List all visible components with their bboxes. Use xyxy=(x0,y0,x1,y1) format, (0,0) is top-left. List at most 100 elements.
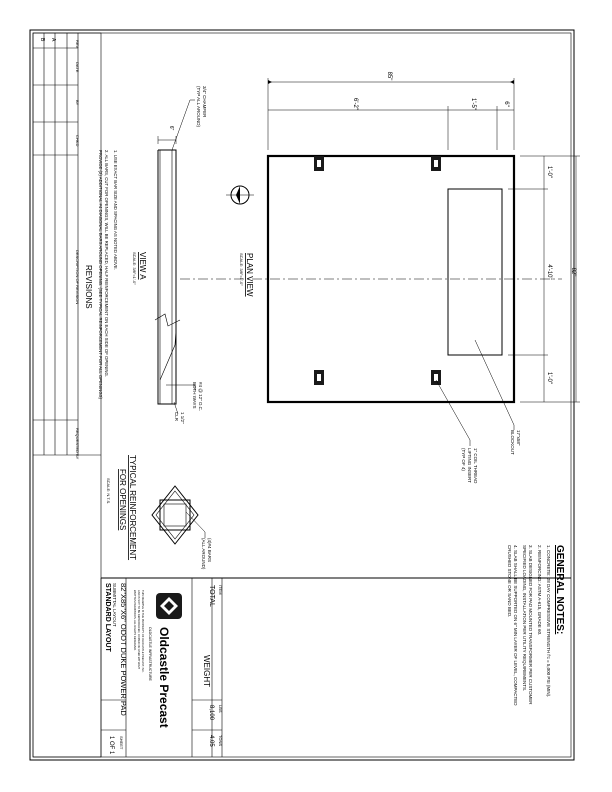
fine-print: THIS DRAWING IS THE PROPERTY OF OLDCASTL… xyxy=(133,590,145,673)
svg-text:1" COIL THREAD: 1" COIL THREAD xyxy=(473,448,478,484)
company-name: Oldcastle Precast xyxy=(157,627,171,728)
svg-text:(ALL AROUND): (ALL AROUND) xyxy=(201,538,206,570)
cover-leader xyxy=(173,401,179,415)
view-a-thickness: 6" xyxy=(168,126,174,131)
drawing-note-1: 1. USE EXACT BAR SIZE AND SPACING AS NOT… xyxy=(113,150,118,270)
lifting-insert xyxy=(431,370,441,385)
drawing-notes: 1. USE EXACT BAR SIZE AND SPACING AS NOT… xyxy=(98,150,118,400)
weight-table: WEIGHT ITEM LBS TONS TOTAL 8,100 4.05 xyxy=(191,578,223,757)
general-note-4b: CRUSHED STONE OR SAND BED. xyxy=(507,545,512,617)
general-note-3b: SPECIFIED LOADING, INSTALLATION PER UTIL… xyxy=(522,545,527,691)
insert-callout: 1" COIL THREAD LIFTING INSERT (TYP OF 4) xyxy=(461,448,478,484)
weight-row-lbs: 8,100 xyxy=(208,705,214,721)
view-a: 6" 3/4" CHAMFER (TYP ALL AROUND) #4 @ 12… xyxy=(98,86,207,424)
plan-view-title: PLAN VIEW xyxy=(245,253,254,297)
svg-text:17"x58": 17"x58" xyxy=(516,430,521,446)
diagonal-detail xyxy=(159,329,177,381)
diagonal-bars xyxy=(151,485,199,545)
typical-reinforcement: (4)#4 BARS (ALL AROUND) TYPICAL REINFORC… xyxy=(106,455,212,570)
dim-right: 6" xyxy=(503,101,509,106)
blockout-leader xyxy=(474,339,515,430)
lifting-insert xyxy=(314,370,324,385)
drawing-note-2b: PROVIDE (2) ADDITIONAL #4 DIAGONAL BARS … xyxy=(98,150,103,400)
slab-section xyxy=(157,149,177,405)
lifting-insert xyxy=(314,156,324,171)
typical-scale: SCALE: N.T.S. xyxy=(106,478,111,504)
blockout-callout: 17"x58" BLOCKOUT xyxy=(510,430,521,455)
general-note-2: 2. REINFORCING: ASTM A-615, GRADE 60. xyxy=(537,545,542,635)
svg-text:BOTH WAYS: BOTH WAYS xyxy=(192,382,197,409)
bars-callout: (4)#4 BARS (ALL AROUND) xyxy=(201,538,212,570)
lifting-insert xyxy=(431,156,441,171)
plan-view: 85" 6'-2" 1'-5" 6" 82" 1'-0" 4'-10" 1'-0… xyxy=(180,72,580,484)
weight-row-tons: 4.05 xyxy=(208,735,214,747)
svg-text:(TYP OF 4): (TYP OF 4) xyxy=(461,448,466,471)
dim-overall-width: 85" xyxy=(386,72,392,81)
north-arrow-icon xyxy=(226,185,254,205)
rev-header-date: DATE xyxy=(75,62,80,73)
company-subname: OLDCASTLE INFRASTRUCTURE xyxy=(148,627,152,682)
general-note-3: 3. SLAB DESIGNED FOR PAD MOUNTED TRANSFO… xyxy=(528,545,533,705)
opening-square xyxy=(159,499,191,531)
drawing-note-2: 2. ALL BARS, CUT FOR OPENINGS, WILL BE R… xyxy=(104,150,109,377)
dim-center: 4'-10" xyxy=(546,264,552,279)
rev-header-rev: REV xyxy=(75,40,80,49)
plan-view-scale: SCALE: 3/8"=1'-0" xyxy=(239,253,244,286)
revisions-title: REVISIONS xyxy=(84,265,93,309)
blockout xyxy=(447,188,503,356)
svg-text:(4)#4 BARS: (4)#4 BARS xyxy=(207,538,212,562)
svg-text:THIS DRAWING IS THE PROPERTY O: THIS DRAWING IS THE PROPERTY OF OLDCASTL… xyxy=(141,590,145,673)
revisions-block: REV DATE BY CHKD DESCRIPTION OF REVISION… xyxy=(32,32,102,758)
sheet-value: 1 OF 1 xyxy=(108,736,114,755)
svg-text:AND IS NOT TO BE REPRODUCED, C: AND IS NOT TO BE REPRODUCED, COPIED OR U… xyxy=(137,590,141,670)
rev-header-requested: REQUESTED BY xyxy=(75,428,80,460)
sheet-label: SHEET xyxy=(119,736,124,750)
rev-header-chkd: CHKD xyxy=(75,135,80,146)
dim-top: 1'-0" xyxy=(546,166,552,178)
drawing-subtitle: SUBMITTAL LAYOUT xyxy=(112,583,117,627)
weight-title: WEIGHT xyxy=(202,655,211,687)
rev-row-a: A xyxy=(50,38,56,42)
insert-leader xyxy=(435,379,471,446)
rev-header-by: BY xyxy=(75,100,80,106)
bars-leader xyxy=(185,511,206,538)
drawing-title: 82"X85"X6" ODOT DUKE POWER PAD xyxy=(119,583,128,716)
weight-header-item: ITEM xyxy=(218,585,223,595)
inner-border xyxy=(32,32,572,758)
weight-header-tons: TONS xyxy=(218,735,223,746)
general-note-1: 1. CONCRETE: 28 DAY COMPRESSIVE STRENGTH… xyxy=(546,545,551,697)
general-notes-title: GENERAL NOTES: xyxy=(554,545,565,634)
dim-bottom: 1'-0" xyxy=(546,372,552,384)
view-a-title: VIEW A xyxy=(138,252,147,280)
weight-row-total: TOTAL xyxy=(208,585,215,607)
rev-row-b: B xyxy=(39,38,45,42)
weight-header-lbs: LBS xyxy=(218,705,223,713)
svg-text:FOR OPENINGS: FOR OPENINGS xyxy=(118,469,127,530)
svg-text:3/4" CHAMFER: 3/4" CHAMFER xyxy=(202,86,207,118)
rev-header-description: DESCRIPTION OF REVISION xyxy=(75,250,80,304)
chamfer-callout: 3/4" CHAMFER (TYP ALL AROUND) xyxy=(196,86,207,128)
svg-text:#4 @ 12" O.C.: #4 @ 12" O.C. xyxy=(198,382,203,411)
layout-label: STANDARD LAYOUT xyxy=(104,583,111,653)
chamfer-leader xyxy=(171,99,195,151)
typical-title: TYPICAL REINFORCEMENT FOR OPENINGS xyxy=(118,455,137,560)
rebar-callout: #4 @ 12" O.C. BOTH WAYS xyxy=(192,382,203,411)
svg-text:BLOCKOUT: BLOCKOUT xyxy=(510,430,515,455)
svg-text:1 1/2": 1 1/2" xyxy=(180,412,185,424)
dim-overall-height: 82" xyxy=(570,268,576,277)
svg-text:TYPICAL REINFORCEMENT: TYPICAL REINFORCEMENT xyxy=(128,455,137,560)
company-logo: Oldcastle Precast OLDCASTLE INFRASTRUCTU… xyxy=(148,593,182,728)
outer-border xyxy=(29,29,575,761)
general-notes: GENERAL NOTES: 1. CONCRETE: 28 DAY COMPR… xyxy=(507,545,565,706)
rebar-leader xyxy=(166,384,196,390)
svg-text:CLR: CLR xyxy=(174,412,179,422)
cover-callout: 1 1/2" CLR xyxy=(174,412,185,424)
title-block: WEIGHT ITEM LBS TONS TOTAL 8,100 4.05 Ol… xyxy=(100,577,571,757)
dim-left: 6'-2" xyxy=(352,98,358,110)
svg-text:LIFTING INSERT: LIFTING INSERT xyxy=(467,448,472,483)
general-note-4: 4. SLAB SHALL BE SUPPORTED ON 6" MIN LAY… xyxy=(513,545,518,706)
break-line xyxy=(154,313,181,327)
dim-mid: 1'-5" xyxy=(470,98,476,110)
view-a-scale: SCALE: 3/8"=1'-0" xyxy=(132,252,137,285)
